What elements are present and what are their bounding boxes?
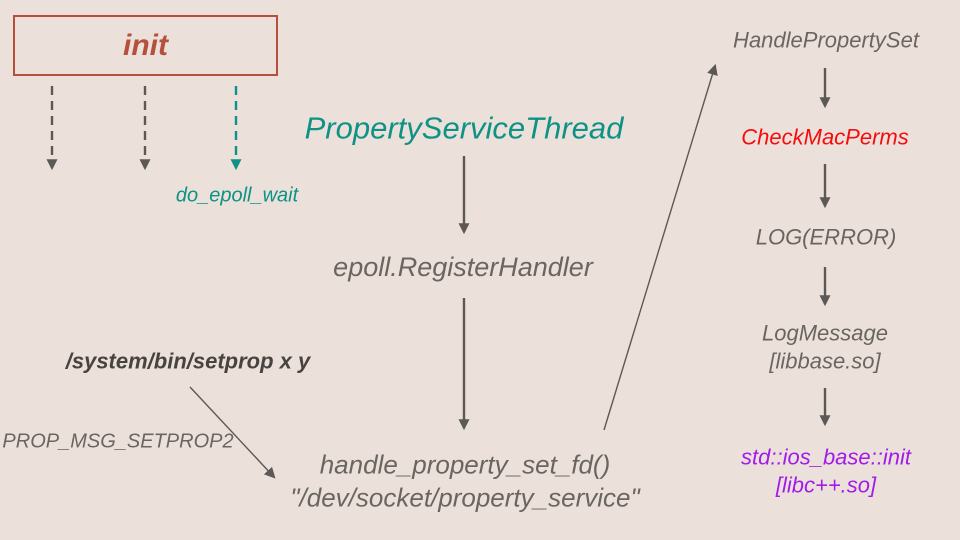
dev-socket-path-label: "/dev/socket/property_service" (290, 482, 640, 512)
log-error-label: LOG(ERROR) (755, 224, 897, 250)
handle-property-set-fd-label: handle_property_set_fd() (319, 449, 611, 480)
epoll-register-handler-label: epoll.RegisterHandler (333, 252, 593, 283)
init-label: init (123, 28, 168, 62)
prop-msg-setprop2-label: PROP_MSG_SETPROP2 (2, 430, 234, 453)
libcpp-so-label: [libc++.so] (775, 472, 877, 497)
do-epoll-wait-label: do_epoll_wait (175, 184, 299, 207)
setprop-command-label: /system/bin/setprop x y (65, 348, 311, 374)
ios-base-init-node: std::ios_base::init [libc++.so] (741, 444, 911, 499)
log-message-node: LogMessage [libbase.so] (762, 320, 888, 375)
handle-property-set-fd-node: handle_property_set_fd() "/dev/socket/pr… (290, 449, 639, 514)
log-message-label: LogMessage (762, 320, 888, 346)
check-mac-perms-label: CheckMacPerms (741, 124, 909, 150)
init-process-box: init (13, 15, 278, 76)
property-service-thread-label: PropertyServiceThread (304, 110, 624, 146)
handle-property-set-label: HandlePropertySet (733, 27, 919, 53)
libbase-so-label: [libbase.so] (769, 348, 881, 373)
ios-base-init-label: std::ios_base::init (741, 444, 911, 470)
